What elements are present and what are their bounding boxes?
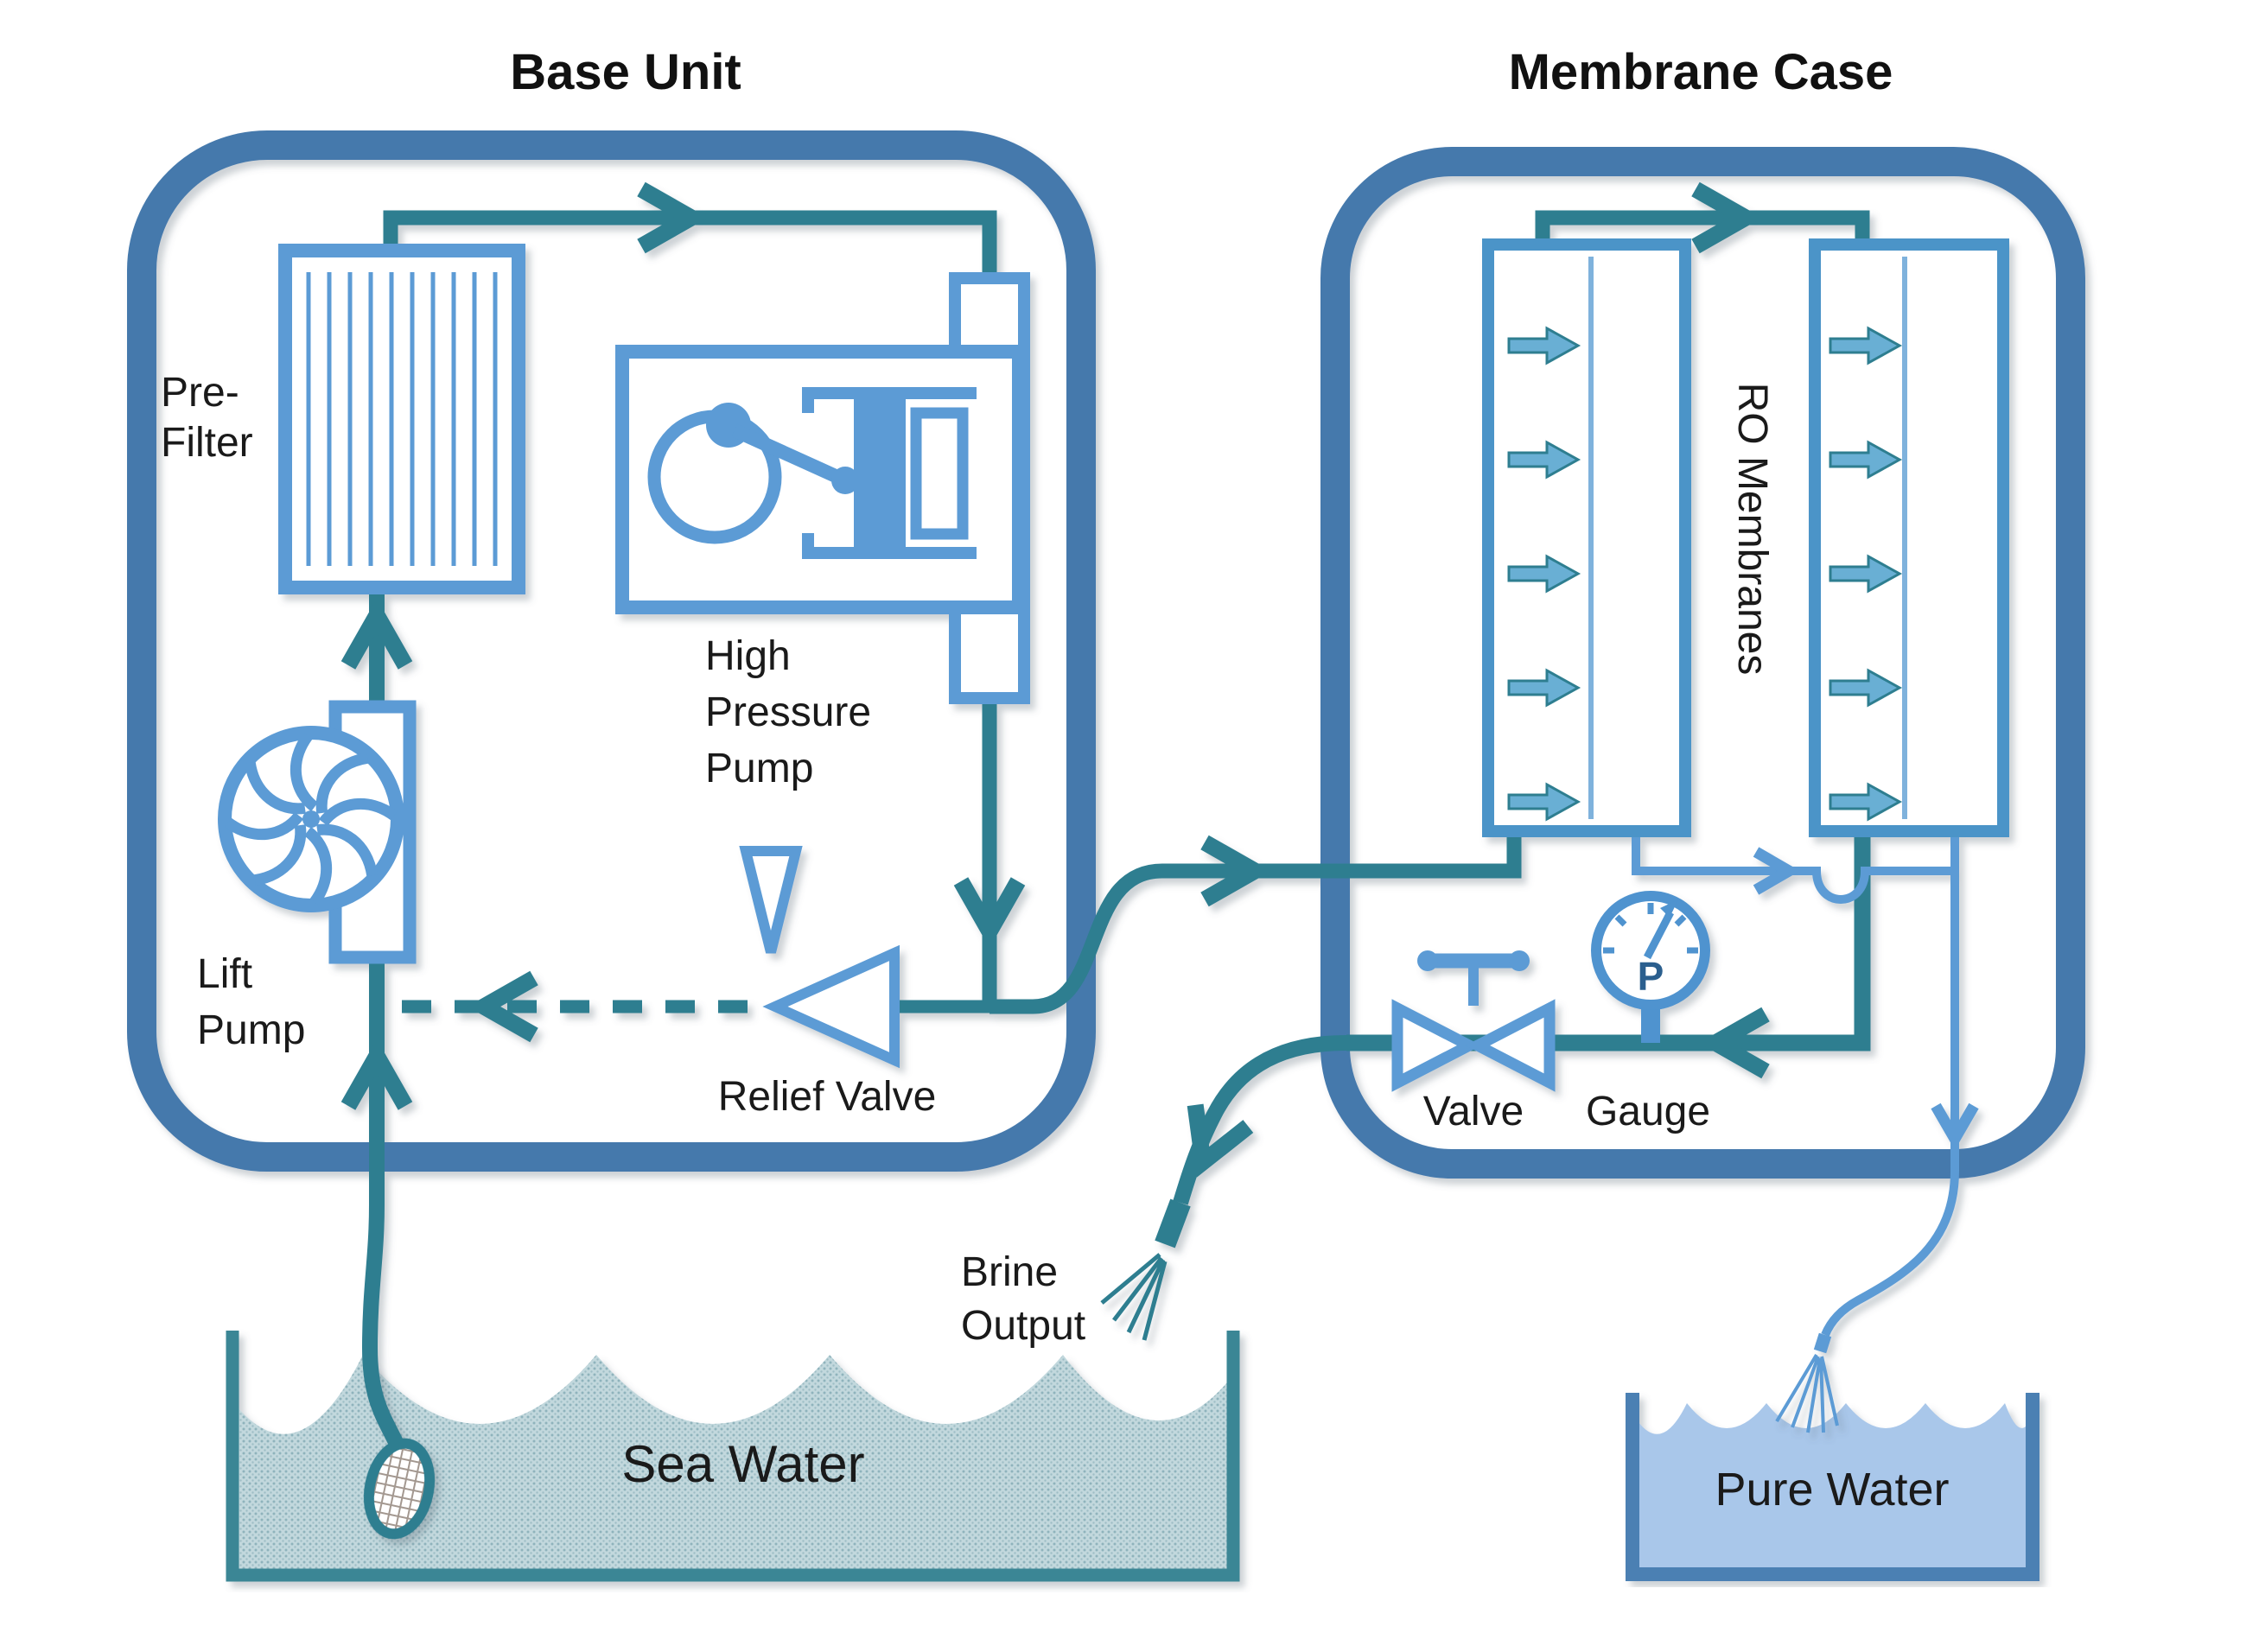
brine-output-label-line2: Output (961, 1303, 1085, 1349)
high-pressure-pump-icon (615, 272, 1030, 704)
pre-filter-label-line1: Pre- (161, 370, 239, 416)
ro-membrane-left (1482, 238, 1691, 837)
intake-pipe (361, 588, 407, 1453)
membrane-case-title: Membrane Case (1509, 44, 1893, 100)
sea-water-tank-walls (226, 1331, 1240, 1582)
pure-water-drop-pipe (1821, 1170, 1959, 1337)
hpp-label-line2: Pressure (705, 689, 871, 735)
pure-water-label: Pure Water (1715, 1464, 1949, 1515)
membrane-case (1320, 147, 2085, 1179)
permeate-pipe (1632, 823, 1959, 1171)
lift-pump-label-line1: Lift (197, 951, 252, 997)
ro-membranes-label: RO Membranes (1729, 383, 1775, 676)
lift-pump-label-line2: Pump (197, 1007, 305, 1053)
membrane-top-manifold-pipe (1535, 210, 1870, 252)
brine-spray-nozzle-icon (1100, 1253, 1168, 1341)
base-unit-title: Base Unit (510, 44, 741, 100)
pure-water-nozzle (1813, 1332, 1832, 1354)
pressure-gauge-icon (1591, 891, 1710, 1043)
rod-joint (831, 467, 859, 494)
gauge-needle (1644, 910, 1674, 960)
piston-slider (910, 407, 969, 540)
relief-valve-icon (739, 846, 900, 1069)
pre-filter-icon (278, 244, 525, 594)
pure-water-spray-icon (1775, 1353, 1839, 1433)
piston-guides (802, 387, 977, 559)
shutoff-valve-icon (1391, 950, 1556, 1092)
brine-out-pipe (1173, 1035, 1347, 1205)
sea-water-label: Sea Water (621, 1435, 864, 1493)
sea-water-surface (239, 1355, 1227, 1569)
connecting-rod (731, 423, 849, 487)
gauge-letter: P (1638, 954, 1664, 999)
pre-filter-label-line2: Filter (161, 420, 253, 466)
brine-output-label-line1: Brine (961, 1249, 1058, 1295)
sea-water-tank (226, 1331, 1240, 1582)
gauge-label: Gauge (1586, 1089, 1710, 1134)
piston-head (854, 399, 906, 548)
gauge-needle-tip (1660, 899, 1678, 918)
valve-label: Valve (1423, 1089, 1524, 1134)
brine-nozzle (1155, 1198, 1191, 1249)
intake-strainer-icon (363, 1438, 436, 1540)
base-unit-case (127, 130, 1096, 1172)
pure-water-tank-walls (1626, 1393, 2039, 1581)
pure-water-tank (1626, 1393, 2039, 1581)
hpp-label-line3: Pump (705, 746, 813, 791)
pure-water-surface (1639, 1403, 2027, 1568)
hpp-label-line1: High (705, 633, 791, 679)
ro-membrane-right (1809, 238, 2009, 837)
lift-pump-icon (218, 700, 417, 964)
relief-valve-label: Relief Valve (718, 1074, 937, 1120)
feed-to-membrane-pipe (990, 832, 1522, 1014)
